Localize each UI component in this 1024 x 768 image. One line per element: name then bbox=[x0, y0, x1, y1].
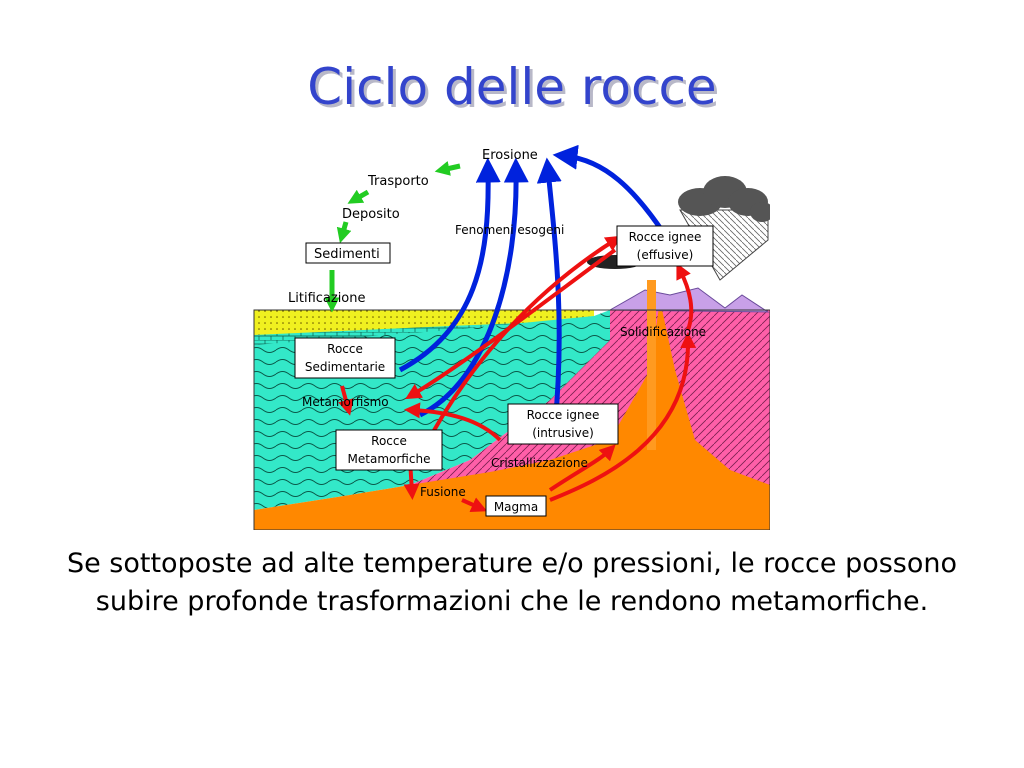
label-erosione: Erosione bbox=[482, 148, 538, 163]
label-cristallizzazione: Cristallizzazione bbox=[491, 456, 588, 470]
label-rocce-sedimentarie-2: Sedimentarie bbox=[305, 360, 385, 374]
label-trasporto: Trasporto bbox=[367, 174, 429, 189]
label-rocce-metamorfiche-1: Rocce bbox=[371, 434, 407, 448]
label-solidificazione: Solidificazione bbox=[620, 325, 706, 339]
rock-cycle-diagram: Erosione Trasporto Deposito Sedimenti Li… bbox=[253, 144, 770, 530]
label-rocce-ignee-intrusive-2: (intrusive) bbox=[532, 426, 594, 440]
cloud-icon bbox=[678, 176, 770, 222]
label-litificazione: Litificazione bbox=[288, 291, 366, 306]
slide-title: Ciclo delle rocce bbox=[307, 58, 717, 116]
label-fenomeni-esogeni: Fenomeni esogeni bbox=[455, 223, 564, 237]
label-metamorfismo: Metamorfismo bbox=[302, 395, 389, 409]
label-rocce-ignee-intrusive-1: Rocce ignee bbox=[527, 408, 600, 422]
label-rocce-ignee-effusive-2: (effusive) bbox=[637, 248, 694, 262]
rocce-ignee-intrusive-box bbox=[507, 403, 619, 445]
label-rocce-ignee-effusive-1: Rocce ignee bbox=[629, 230, 702, 244]
transport-arrows bbox=[324, 161, 461, 313]
label-sedimenti: Sedimenti bbox=[314, 247, 380, 262]
rocce-ignee-effusive-box bbox=[616, 225, 714, 267]
label-fusione: Fusione bbox=[420, 485, 466, 499]
label-rocce-metamorfiche-2: Metamorfiche bbox=[348, 452, 431, 466]
volcanic-conduit bbox=[647, 280, 656, 450]
label-deposito: Deposito bbox=[342, 207, 400, 222]
sedimenti-box bbox=[305, 242, 391, 264]
label-rocce-sedimentarie-1: Rocce bbox=[327, 342, 363, 356]
magma-box bbox=[485, 495, 547, 517]
rocce-sedimentarie-box bbox=[294, 337, 396, 379]
slide-caption: Se sottoposte ad alte temperature e/o pr… bbox=[66, 548, 958, 617]
magma-area bbox=[254, 300, 770, 530]
diagram-border bbox=[253, 309, 770, 530]
label-magma: Magma bbox=[494, 500, 538, 514]
rocce-metamorfiche-box bbox=[335, 429, 443, 471]
erosion-arrows bbox=[398, 144, 668, 426]
